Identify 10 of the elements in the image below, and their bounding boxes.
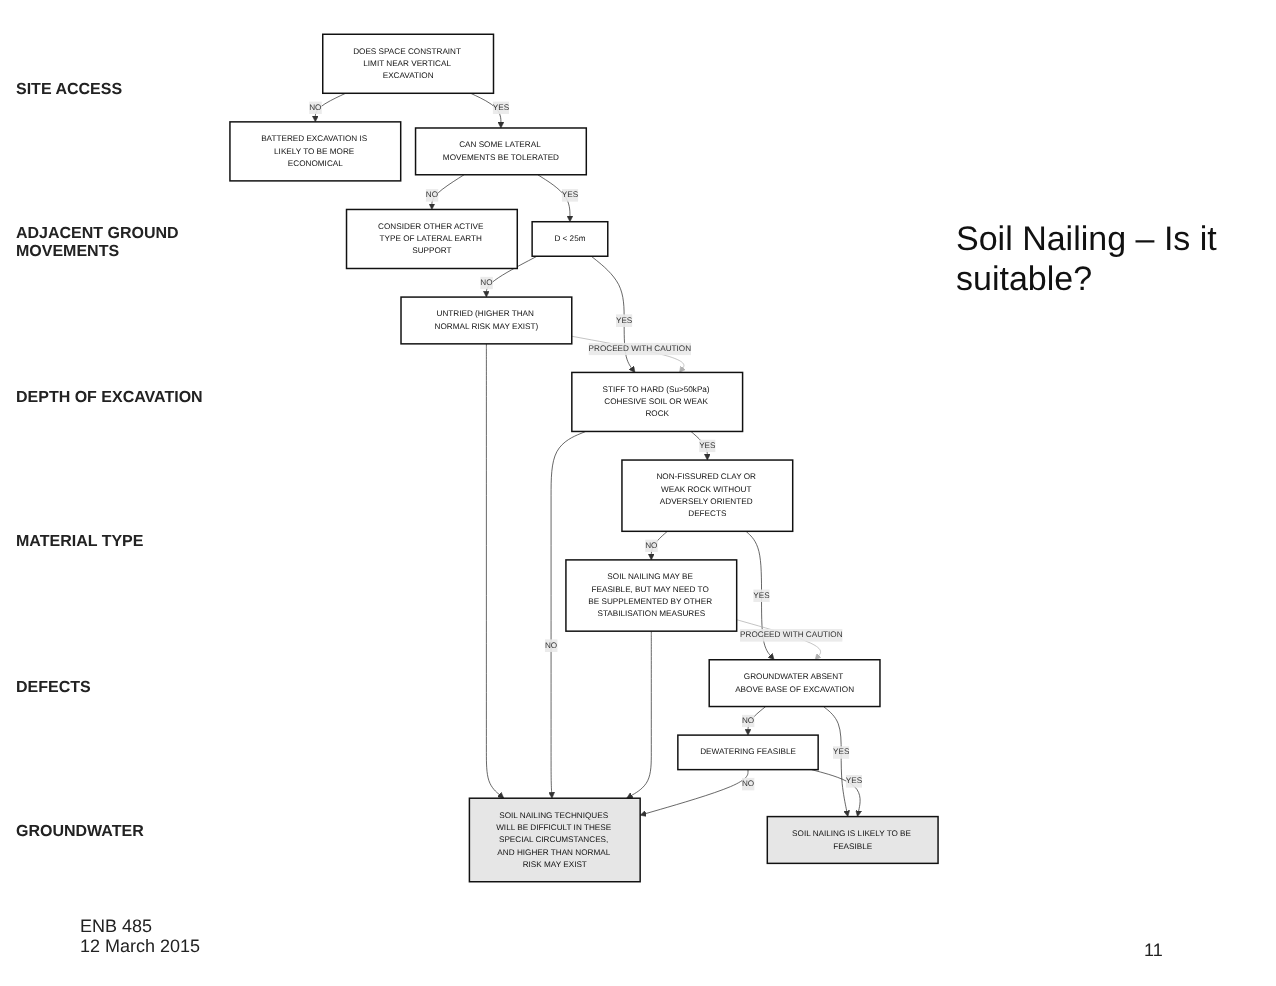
- page-number: 11: [1144, 940, 1163, 960]
- row-label: DEPTH OF EXCAVATION: [16, 387, 205, 406]
- slide-title: Soil Nailing – Is it suitable?: [956, 220, 1219, 300]
- footer-text: 12 March 2015: [80, 936, 201, 956]
- row-label: GROUNDWATER: [16, 821, 146, 840]
- row-label: SITE ACCESS: [16, 80, 125, 98]
- row-label: DEFECTS: [16, 677, 93, 696]
- row-label: MATERIAL TYPE: [16, 532, 146, 551]
- footer-text: ENB 485: [80, 916, 155, 936]
- row-label: ADJACENT GROUND MOVEMENTS: [16, 224, 181, 261]
